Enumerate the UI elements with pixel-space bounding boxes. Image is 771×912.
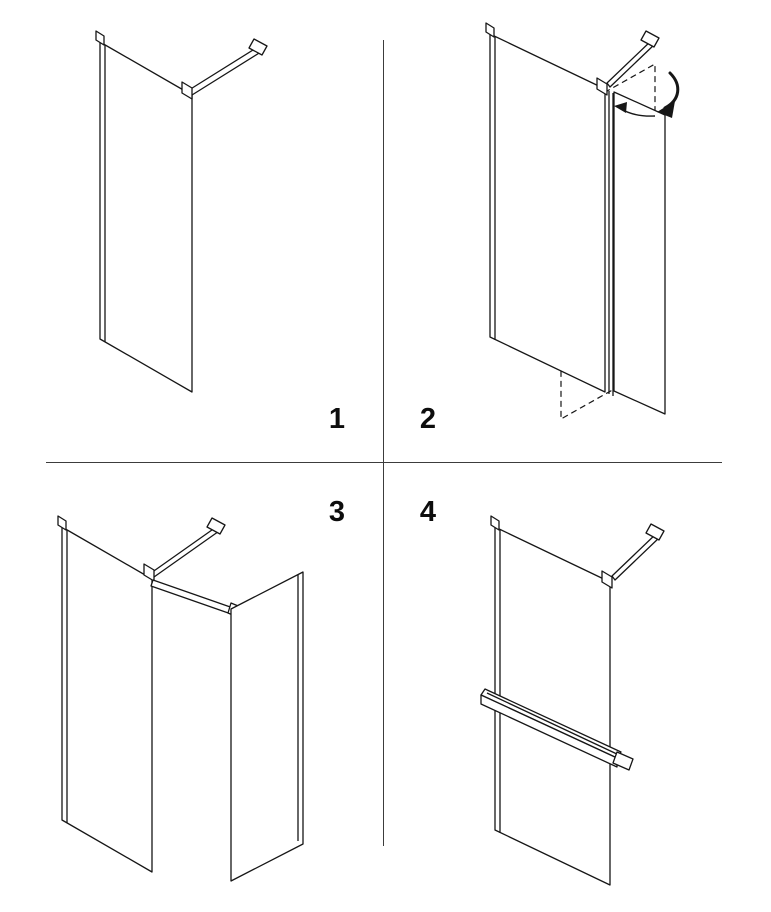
wall-profile-cap-icon	[95, 30, 105, 46]
wall-profile-cap-icon	[490, 515, 500, 531]
step-3-number: 3	[328, 496, 346, 528]
dashed-panel-outline	[560, 63, 656, 420]
step-2-number: 2	[419, 403, 437, 435]
glass-panel	[489, 33, 606, 393]
step-2-illustration	[485, 22, 680, 420]
step-1-illustration	[95, 30, 268, 393]
support-bar	[601, 523, 665, 589]
support-bar	[143, 517, 226, 582]
glass-panel	[61, 526, 153, 873]
rotation-arrow-icon	[614, 71, 680, 118]
hinge-profile	[596, 77, 614, 396]
return-panel	[230, 571, 304, 882]
glass-panel	[494, 526, 611, 886]
step-3-illustration	[57, 515, 304, 882]
glass-panel	[99, 41, 193, 393]
step-4-illustration	[480, 515, 665, 886]
horizontal-divider	[46, 462, 722, 463]
step-1-number: 1	[328, 403, 346, 435]
cross-bar	[150, 579, 244, 619]
wall-profile-cap-icon	[485, 22, 495, 38]
vertical-divider	[383, 40, 384, 846]
support-bar	[606, 30, 660, 88]
return-panel	[613, 91, 666, 415]
support-bar	[181, 38, 268, 100]
towel-rail-shelf	[480, 688, 634, 771]
step-4-number: 4	[419, 496, 437, 528]
wall-profile-cap-icon	[57, 515, 67, 531]
